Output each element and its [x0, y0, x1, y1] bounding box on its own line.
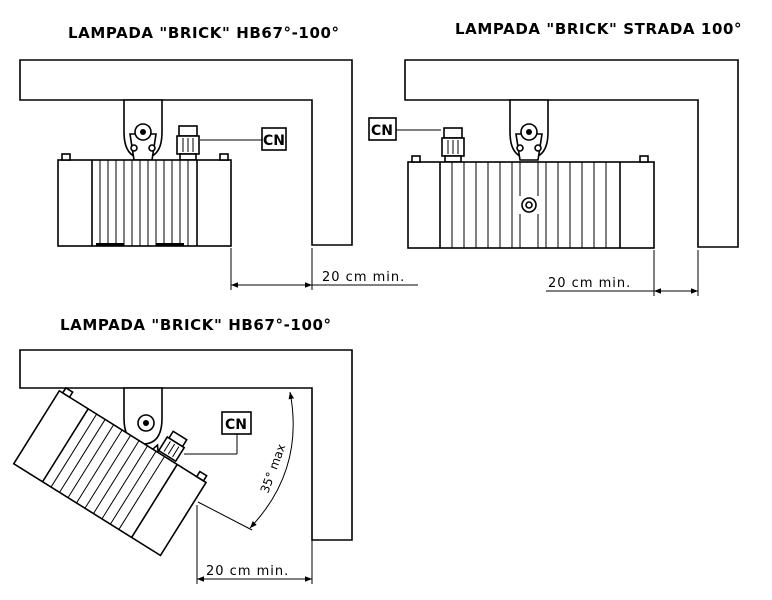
view-2-cn-label: CN [371, 123, 393, 139]
view-1-mounting-bracket [123, 99, 163, 161]
view-1-cn-label: CN [263, 133, 285, 149]
view-hb67-straight: LAMPADA "BRICK" HB67°-100° CN [19, 24, 418, 290]
view-3-angle-arc [249, 391, 295, 529]
view-2-cn-box [368, 117, 397, 141]
view-2-ceiling-wall [404, 59, 739, 248]
view-3-clearance-label: 20 cm min. [206, 564, 289, 579]
view-3-tilt-label: 35° max [258, 442, 289, 495]
view-1-ceiling-wall [19, 59, 353, 246]
view-1-title: LAMPADA "BRICK" HB67°-100° [68, 24, 340, 42]
view-1-clearance-dimension [230, 248, 418, 290]
view-hb67-tilted: LAMPADA "BRICK" HB67°-100° [12, 316, 353, 584]
view-2-clearance-label: 20 cm min. [548, 276, 631, 291]
view-strada-straight: LAMPADA "BRICK" STRADA 100° CN [368, 20, 742, 296]
view-3-clearance-dimension [196, 505, 313, 584]
view-3-connector [157, 430, 188, 463]
view-1-clearance-label: 20 cm min. [322, 270, 405, 285]
view-2-connector [441, 127, 465, 163]
view-3-lamp-body [12, 386, 208, 557]
view-1-lamp-body [57, 153, 232, 247]
view-3-angle-ref-line [197, 501, 253, 531]
view-3-cn-label: CN [225, 417, 247, 433]
view-1-cn-box [261, 127, 287, 151]
view-3-title: LAMPADA "BRICK" HB67°-100° [60, 316, 332, 334]
view-2-lamp-body [407, 155, 655, 249]
view-2-mounting-bracket [509, 99, 549, 161]
view-1-connector [176, 125, 200, 161]
view-2-clearance-dimension [546, 250, 699, 296]
view-2-title: LAMPADA "BRICK" STRADA 100° [455, 20, 742, 38]
